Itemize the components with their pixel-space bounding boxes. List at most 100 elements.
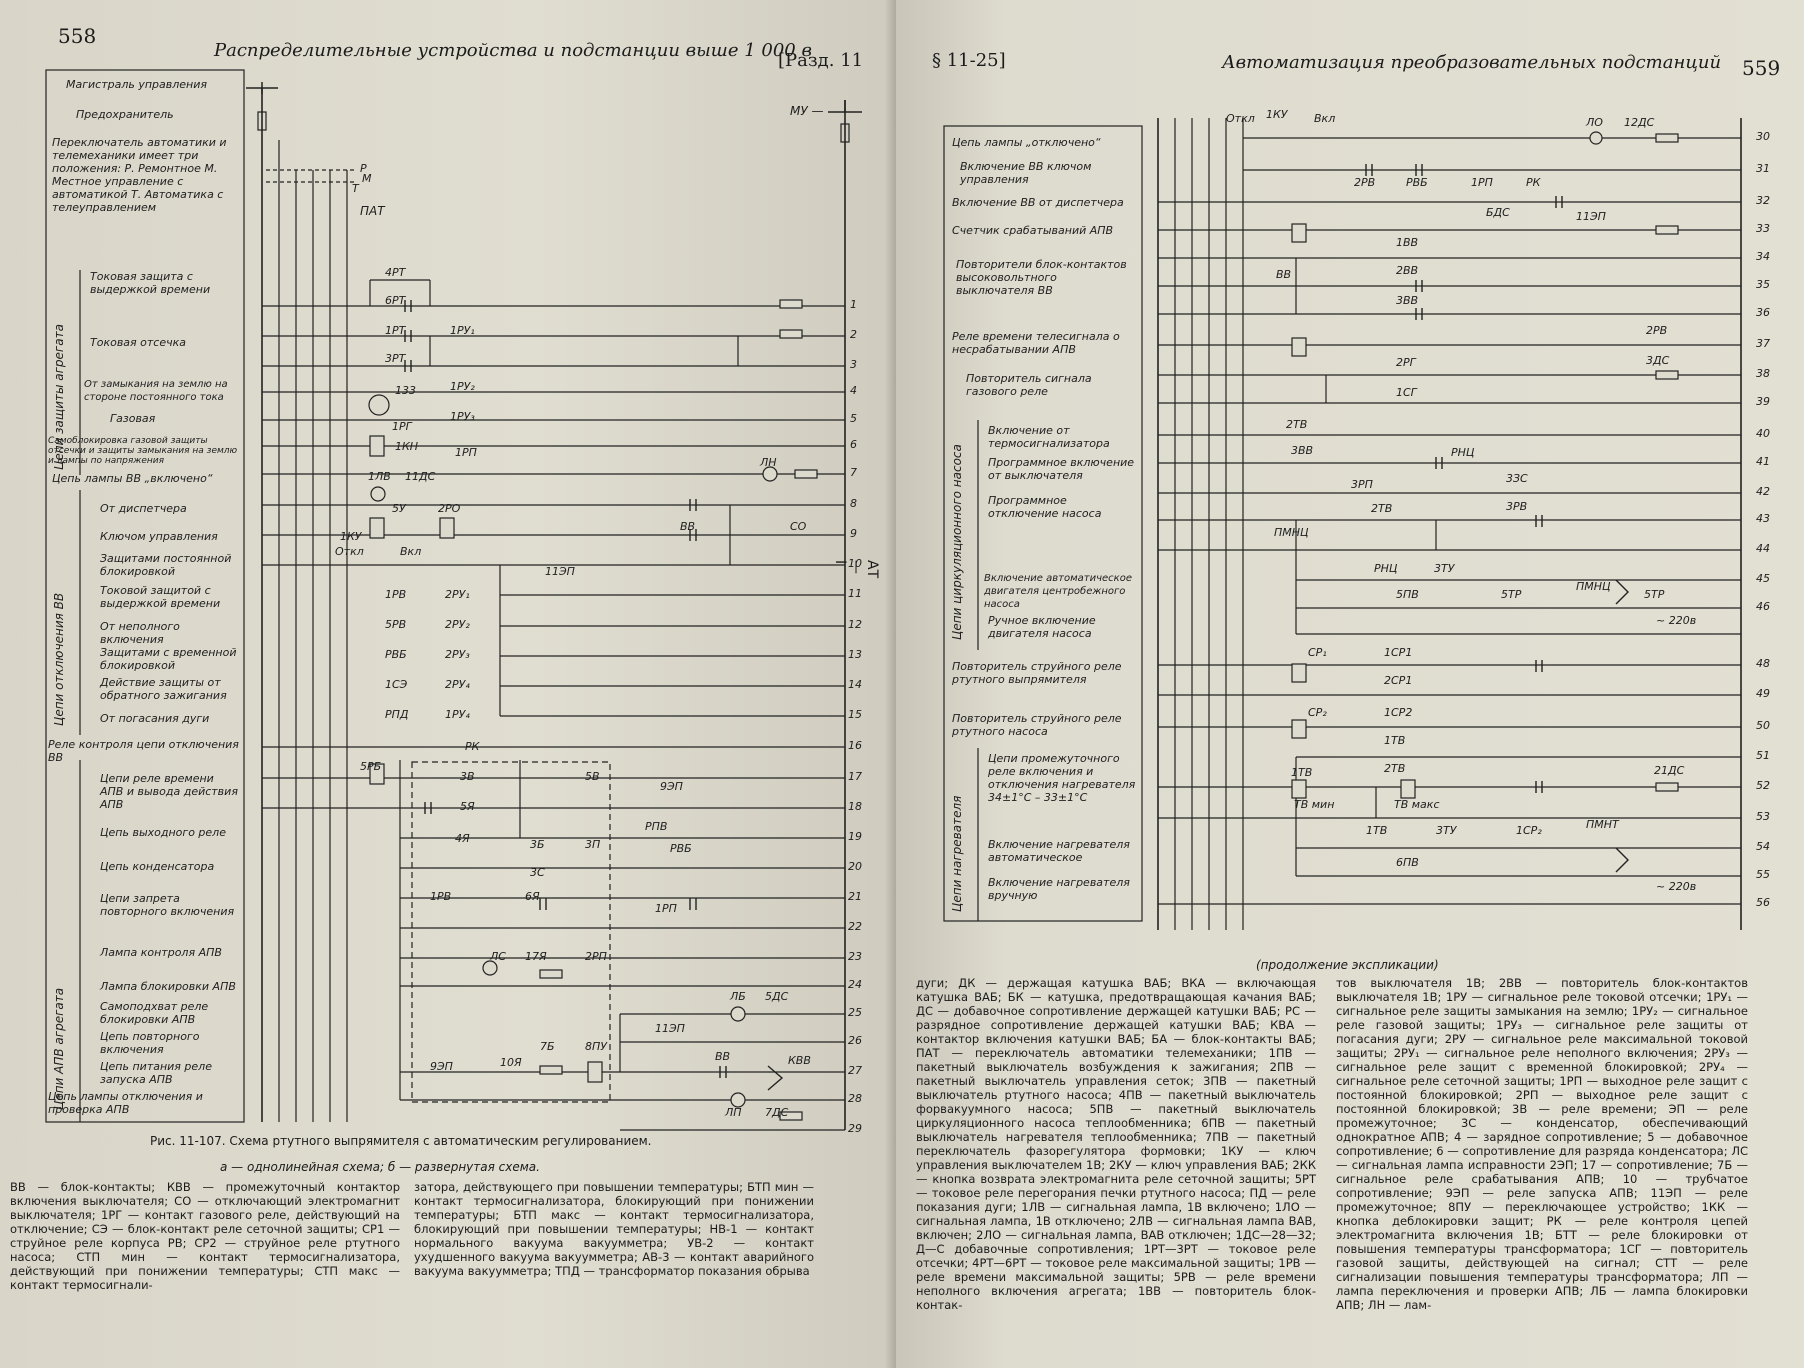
section-label: [Разд. 11 (778, 50, 864, 71)
contact-label: РПД (385, 708, 409, 721)
rungs (262, 305, 845, 1131)
contact-label: 21ДС (1654, 764, 1685, 777)
line-number: 10 (848, 557, 862, 570)
contact-label: 133 (395, 384, 416, 397)
legend-column-1: ВВ — блок-контакты; КВВ — промежуточный … (10, 1180, 400, 1292)
contact-label: РПВ (645, 820, 668, 833)
group-label: Цепи циркуляционного насоса (950, 444, 964, 640)
line-number: 55 (1756, 868, 1770, 881)
contact-label: РНЦ (1374, 562, 1398, 575)
contact-label: РК (465, 740, 480, 753)
contact-label: ТВ макс (1394, 798, 1440, 811)
left-schematic (45, 69, 862, 1131)
contact-label: РВБ (385, 648, 407, 661)
line-number: 32 (1756, 194, 1770, 207)
line-number: 40 (1756, 427, 1770, 440)
left-page: 558 Распределительные устройства и подст… (0, 0, 896, 1368)
contact-label: 6Я (525, 890, 540, 903)
contact-label: 1РВ (385, 588, 407, 601)
contact-label: 1РУ₄ (445, 708, 470, 721)
bus-label-m: М (362, 172, 372, 185)
line-number: 11 (848, 587, 862, 600)
contact-label: 4РТ (385, 266, 406, 279)
contact-label: ПМНЦ (1274, 526, 1309, 539)
bus-label-t: Т (352, 182, 359, 195)
contact-label: ВВ (680, 520, 696, 533)
row-label: Цепь повторного включения (100, 1030, 200, 1056)
contact-label: Вкл (1314, 112, 1336, 125)
contact-label: 1СЭ (385, 678, 408, 691)
row-label: Цепи реле времени АПВ и вывода действия … (100, 772, 238, 811)
contact-label: 17Я (525, 950, 547, 963)
contact-label: РК (1526, 176, 1541, 189)
row-label: Газовая (110, 412, 156, 425)
contact-label: 3ВВ (1396, 294, 1419, 307)
line-number: 7 (850, 466, 857, 479)
contact-label: 1РП (1471, 176, 1493, 189)
contact-label: 3П (585, 838, 601, 851)
group-label: Цепи АПВ агрегата (52, 987, 66, 1110)
row-label: Цепь лампы отключения и проверка АПВ (48, 1090, 203, 1116)
row-label: Ручное включение двигателя насоса (988, 614, 1096, 640)
contact-label: 1КН (395, 440, 419, 453)
explication-column-2: тов выключателя 1В; 2ВВ — повторитель бл… (1336, 976, 1748, 1312)
contact-label: 2РУ₄ (445, 678, 470, 691)
contact-label: 6РТ (385, 294, 406, 307)
contact-label: 5РВ (385, 618, 407, 631)
row-label: Лампа контроля АПВ (100, 946, 222, 959)
line-number: 15 (848, 708, 862, 721)
row-label: Цепи промежуточного реле включения и отк… (988, 752, 1136, 804)
contact-label: БДС (1486, 206, 1510, 219)
line-number: 4 (850, 384, 857, 397)
line-number: 27 (848, 1064, 862, 1077)
contact-label: ПМНЦ (1576, 580, 1611, 593)
contact-label: 1РП (455, 446, 477, 459)
explication-column-1: дуги; ДК — держащая катушка ВАБ; ВКА — в… (916, 976, 1316, 1312)
contact-label: 2ТВ (1371, 502, 1393, 515)
contact-label: 8ПУ (585, 1040, 607, 1053)
line-number: 12 (848, 618, 862, 631)
line-number: 26 (848, 1034, 862, 1047)
contact-label: 1РТ (385, 324, 406, 337)
contact-label: ЛС (490, 950, 506, 963)
contact-label: 2СР1 (1384, 674, 1413, 687)
contact-label: 3РТ (385, 352, 406, 365)
line-number: 41 (1756, 455, 1770, 468)
legend-column-2: затора, действующего при повышении темпе… (414, 1180, 814, 1278)
row-label: Счетчик срабатываний АПВ (952, 224, 1114, 237)
line-number: 48 (1756, 657, 1770, 670)
line-number: 44 (1756, 542, 1770, 555)
line-number: 46 (1756, 600, 1770, 613)
line-number: 14 (848, 678, 862, 691)
row-label: Включение от термосигнализатора (988, 424, 1110, 450)
contact-label: 3ДС (1646, 354, 1670, 367)
contact-label: 11ЭП (545, 565, 575, 578)
contact-label: 10Я (500, 1056, 522, 1069)
running-title: Автоматизация преобразовательных подстан… (1222, 52, 1722, 73)
line-number: 8 (850, 497, 857, 510)
row-label: Включение ВВ ключом управления (960, 160, 1092, 186)
contact-label: 1СР₂ (1516, 824, 1542, 837)
line-number: 51 (1756, 749, 1770, 762)
contact-label: 2РУ₂ (445, 618, 470, 631)
row-label: Цепь питания реле запуска АПВ (100, 1060, 212, 1086)
line-number: 42 (1756, 485, 1770, 498)
row-label: Программное отключение насоса (988, 494, 1102, 520)
contact-label: 3С (530, 866, 545, 879)
line-number: 22 (848, 920, 862, 933)
line-number: 6 (850, 438, 857, 451)
contact-label: 11ДС (405, 470, 436, 483)
row-label: От погасания дуги (100, 712, 210, 725)
right-schematic (943, 118, 1742, 930)
line-number: 45 (1756, 572, 1770, 585)
row-label: Цепи запрета повторного включения (100, 892, 235, 918)
contact-label: 3РП (1351, 478, 1373, 491)
contact-label: 12ДС (1624, 116, 1655, 129)
right-page: § 11-25] Автоматизация преобразовательны… (896, 0, 1804, 1368)
row-label: Самоподхват реле блокировки АПВ (100, 1000, 209, 1026)
contact-label: 3Б (530, 838, 545, 851)
contact-label: ПМНТ (1586, 818, 1619, 831)
contact-label: 3ТУ (1436, 824, 1457, 837)
contact-label: 1ТВ (1291, 766, 1313, 779)
contact-label: 2РВ (1646, 324, 1668, 337)
